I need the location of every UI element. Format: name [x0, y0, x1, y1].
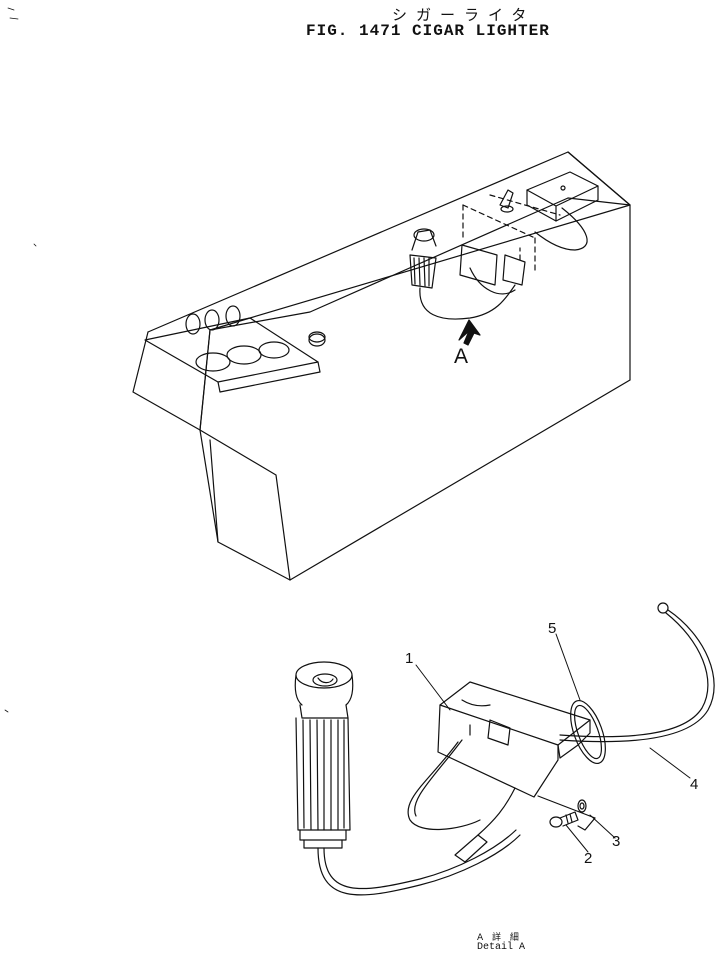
arrow-a [458, 319, 481, 346]
console-housing [132, 151, 631, 581]
leader-lines [415, 633, 691, 853]
detail-ring [570, 700, 606, 764]
part-number-3: 3 [612, 833, 621, 850]
top-box [499, 171, 599, 251]
part-number-1: 1 [405, 650, 414, 667]
installed-lighter [409, 228, 526, 320]
page-title: FIG. 1471 CIGAR LIGHTER [306, 22, 550, 40]
view-callout-label: A [454, 345, 469, 368]
detail-caption: Detail A [477, 942, 526, 953]
part-number-5: 5 [548, 620, 557, 637]
part-number-4: 4 [690, 776, 699, 793]
detail-ground-wire [559, 602, 715, 743]
detail-bracket [407, 681, 596, 863]
part-number-2: 2 [584, 850, 593, 867]
hidden-lines [462, 194, 561, 271]
detail-caption-japanese: A 詳 細 [477, 933, 522, 943]
title-japanese: シガーライタ [392, 6, 536, 24]
switch-panel [144, 305, 326, 393]
detail-lighter [294, 661, 521, 896]
detail-screw [549, 799, 587, 828]
stray-marks [4, 7, 37, 713]
